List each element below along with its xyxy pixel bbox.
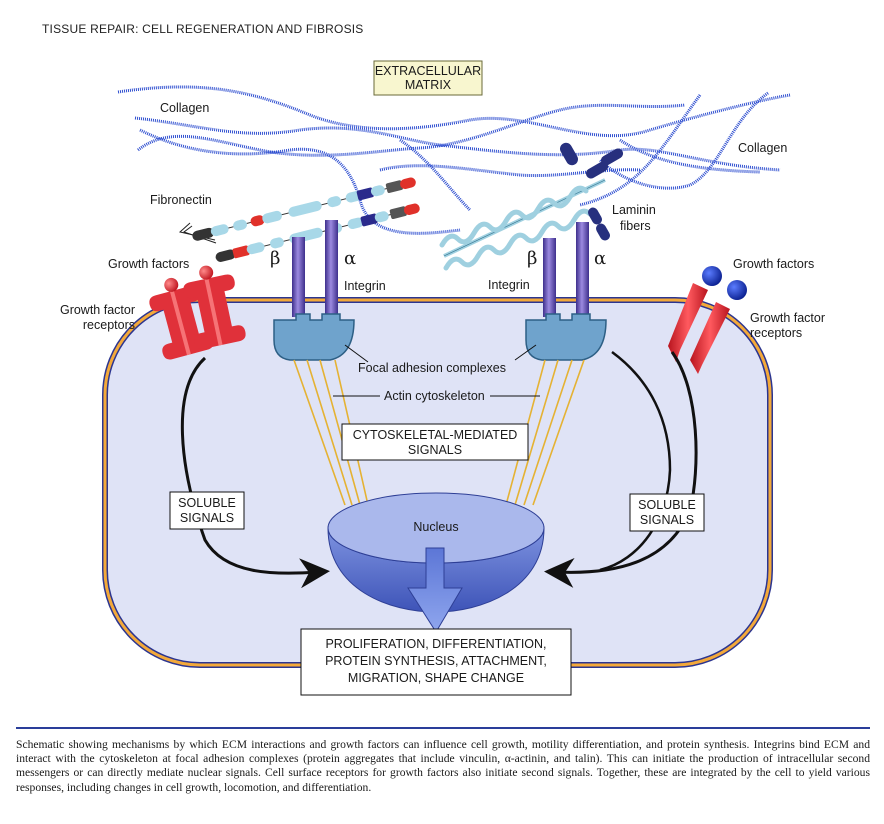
alpha-label-left: α [344,248,356,269]
collagen-fiber [619,138,761,174]
outcome-box: PROLIFERATION, DIFFERENTIATION, PROTEIN … [300,628,572,696]
integrin-alpha-subunit [325,220,338,317]
page-title: TISSUE REPAIR: CELL REGENERATION AND FIB… [42,22,364,36]
integrin-label-right: Integrin [488,278,530,292]
nucleus-output-arrow [407,547,463,633]
caption-divider [16,727,870,729]
integrin-left [273,220,355,361]
cytoskeletal-box-line2: SIGNALS [408,443,462,457]
gf-receptors-label-right-line1: Growth factor [750,311,825,325]
outcome-line2: PROTEIN SYNTHESIS, ATTACHMENT, [325,654,547,668]
integrin-beta-subunit [543,238,556,317]
cytoskeletal-box-line1: CYTOSKELETAL-MEDIATED [353,428,518,442]
nucleus-label: Nucleus [413,520,458,534]
laminin-fibers [439,142,624,271]
integrin-alpha-subunit [576,222,589,317]
collagen-fiber [579,94,702,207]
collagen-fiber [134,116,781,172]
collagen-fiber [137,103,686,157]
soluble-signal-arrow-left [180,356,330,589]
receptor-helix [668,283,708,362]
gf-receptors-label-right-line2: receptors [750,326,802,340]
gf-receptors-label-left-line2: receptors [83,318,135,332]
focal-adhesion-complex [273,313,355,361]
nucleus [327,492,545,633]
soluble-box-left-line1: SOLUBLE [178,496,236,510]
soluble-box-left-line2: SIGNALS [180,511,234,525]
growth-factors-label-right: Growth factors [733,257,814,271]
outcome-line1: PROLIFERATION, DIFFERENTIATION, [325,637,546,651]
fibronectin-label: Fibronectin [150,193,212,207]
focal-adhesion-complex [525,313,607,361]
soluble-signals-box-right: SOLUBLE SIGNALS [629,493,705,532]
collagen-fibers [117,85,791,235]
integrin-beta-subunit [292,237,305,317]
cytoskeletal-signals-box: CYTOSKELETAL-MEDIATED SIGNALS [341,423,529,461]
focal-adhesion-label: Focal adhesion complexes [358,361,506,375]
soluble-box-right-line1: SOLUBLE [638,498,696,512]
integrin-right [525,222,607,361]
growth-factor-ligand [164,277,179,292]
laminin-label-line1: Laminin [612,203,656,217]
actin-cytoskeleton-label: Actin cytoskeleton [384,389,485,403]
beta-label-right: β [527,248,537,269]
collagen-fiber [139,128,461,235]
growth-factor-ligand [702,266,722,286]
ecm-box-line2: MATRIX [405,78,452,92]
gf-receptors-label-left-line1: Growth factor [60,303,135,317]
laminin-label-line2: fibers [620,219,651,233]
alpha-label-right: α [594,248,606,269]
beta-label-left: β [270,248,280,269]
soluble-signal-path-right-inner [599,350,672,572]
soluble-box-right-line2: SIGNALS [640,513,694,527]
growth-factors-label-left: Growth factors [108,257,189,271]
collagen-fiber [399,138,472,212]
receptor-helix [690,302,730,374]
integrin-label-left: Integrin [344,279,386,293]
figure-caption: Schematic showing mechanisms by which EC… [16,738,870,794]
growth-factor-receptors-right [668,266,747,374]
collagen-fiber [117,85,791,138]
collagen-label-right: Collagen [738,141,787,155]
outcome-line3: MIGRATION, SHAPE CHANGE [348,671,524,685]
ecm-box: EXTRACELLULAR MATRIX [373,60,483,96]
ecm-box-line1: EXTRACELLULAR [375,64,481,78]
growth-factor-receptors-left [149,265,246,360]
collagen-label-left: Collagen [160,101,209,115]
growth-factor-ligand [727,280,747,300]
soluble-signals-box-left: SOLUBLE SIGNALS [169,491,245,530]
growth-factor-ligand [199,265,214,280]
